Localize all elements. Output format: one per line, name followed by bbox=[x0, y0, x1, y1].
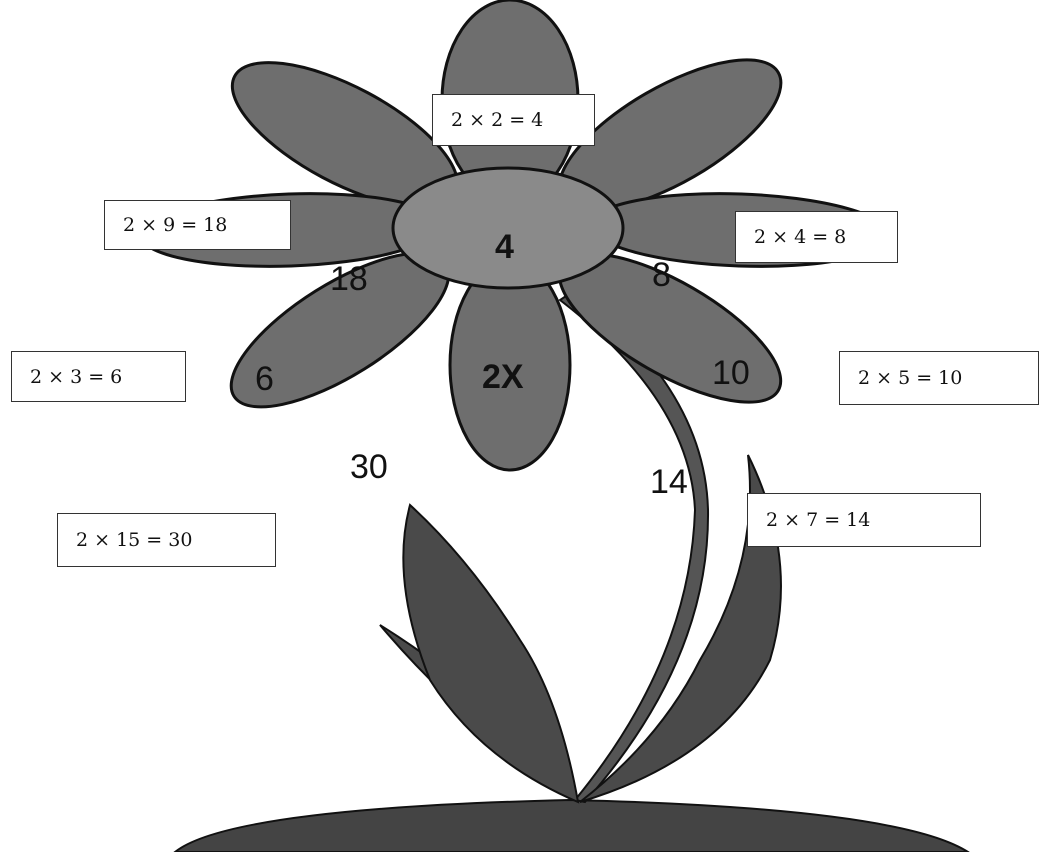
equation-2x7: 2 × 7 = 14 bbox=[747, 493, 981, 547]
equation-2x5: 2 × 5 = 10 bbox=[839, 351, 1039, 405]
flower-center bbox=[391, 166, 625, 290]
left-leaf bbox=[402, 503, 580, 804]
petal-number-18: 18 bbox=[330, 260, 368, 298]
petal-number-8: 8 bbox=[652, 256, 671, 294]
number-30: 30 bbox=[350, 448, 388, 486]
center-label: 4 bbox=[495, 228, 514, 266]
petal-number-6: 6 bbox=[255, 360, 274, 398]
bottom-petal-label: 2X bbox=[482, 358, 524, 396]
equation-2x15: 2 × 15 = 30 bbox=[57, 513, 276, 567]
right-leaf bbox=[579, 454, 782, 803]
equation-2x2: 2 × 2 = 4 bbox=[432, 94, 595, 146]
equation-2x9: 2 × 9 = 18 bbox=[104, 200, 291, 250]
ground bbox=[173, 798, 970, 852]
stem bbox=[558, 288, 710, 804]
petal-number-10: 10 bbox=[712, 354, 750, 392]
equation-2x4: 2 × 4 = 8 bbox=[735, 211, 898, 263]
equation-2x3: 2 × 3 = 6 bbox=[11, 351, 186, 402]
number-14: 14 bbox=[650, 463, 688, 501]
